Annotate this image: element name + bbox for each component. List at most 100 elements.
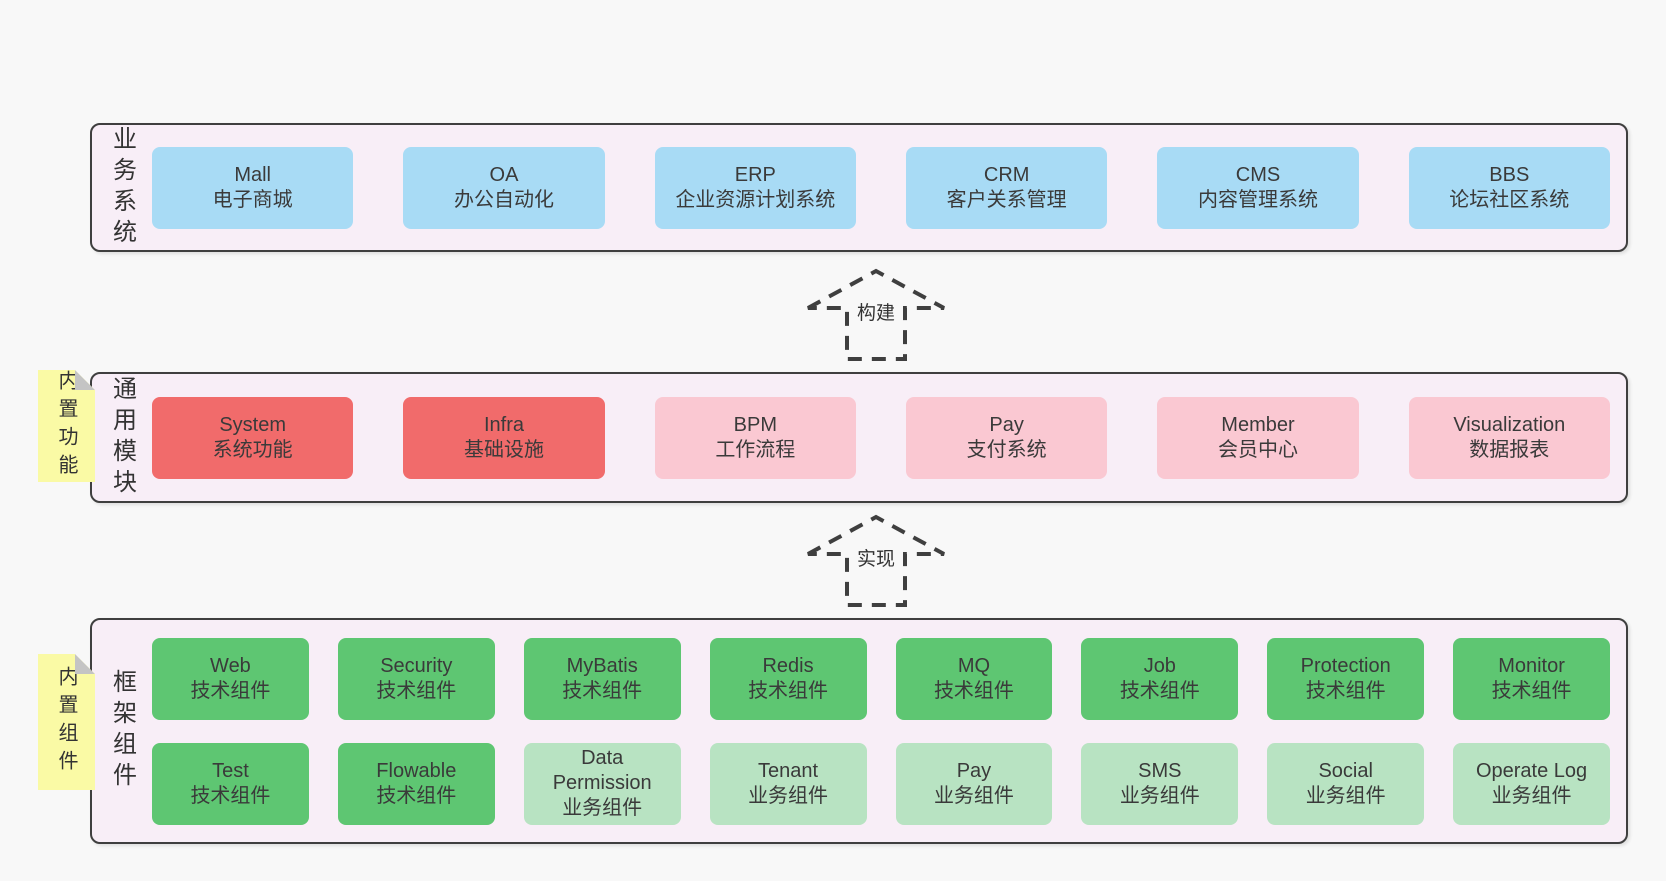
box-title: BPM: [733, 413, 777, 436]
box-subtitle: 论坛社区系统: [1449, 188, 1570, 211]
box-infra: Infra 基础设施: [403, 396, 605, 479]
box-title: Social: [1318, 759, 1373, 782]
box-subtitle: 企业资源计划系统: [675, 188, 836, 211]
box-redis: Redis 技术组件: [709, 637, 867, 720]
box-title: BBS: [1489, 163, 1530, 186]
box-title: Member: [1221, 413, 1295, 436]
box-tenant: Tenant 业务组件: [709, 742, 867, 825]
box-oa: OA 办公自动化: [403, 146, 605, 229]
box-job: Job 技术组件: [1081, 637, 1239, 720]
box-subtitle: 技术组件: [562, 679, 643, 702]
up-arrow-icon: [807, 268, 945, 361]
box-flowable: Flowable 技术组件: [337, 742, 495, 825]
component-row-1: Web 技术组件 Security 技术组件 MyBatis 技术组件 Redi…: [152, 637, 1610, 720]
box-subtitle: 会员中心: [1217, 438, 1298, 461]
box-social: Social 业务组件: [1267, 742, 1425, 825]
layer-business-systems: 业务系统 Mall 电子商城 OA 办公自动化 ERP 企业资源计划系统 CRM…: [90, 123, 1628, 252]
box-cms: CMS 内容管理系统: [1157, 146, 1359, 229]
box-title: SMS: [1138, 759, 1182, 782]
box-test: Test 技术组件: [152, 742, 309, 825]
box-protection: Protection 技术组件: [1267, 637, 1425, 720]
box-title: OA: [489, 163, 519, 186]
box-subtitle: 支付系统: [966, 438, 1047, 461]
box-sms: SMS 业务组件: [1081, 742, 1239, 825]
box-subtitle: 技术组件: [190, 784, 271, 807]
box-subtitle: 数据报表: [1469, 438, 1550, 461]
box-subtitle: 技术组件: [933, 679, 1014, 702]
up-arrow-icon: [807, 514, 945, 607]
box-subtitle: 技术组件: [1119, 679, 1200, 702]
build-arrow: 构建: [806, 268, 946, 362]
box-erp: ERP 企业资源计划系统: [654, 146, 856, 229]
box-crm: CRM 客户关系管理: [905, 146, 1108, 229]
box-title: Flowable: [376, 759, 457, 782]
box-subtitle: 业务组件: [1119, 784, 1200, 807]
sticky-label: 内置功能: [55, 370, 77, 482]
box-title: Data Permission: [552, 747, 652, 794]
box-subtitle: 技术组件: [1305, 679, 1386, 702]
box-web: Web 技术组件: [152, 637, 309, 720]
box-subtitle: 技术组件: [190, 679, 271, 702]
sticky-note-built-in-features: 内置功能: [38, 370, 95, 482]
box-title: Redis: [762, 654, 814, 677]
sticky-note-built-in-components: 内置组件: [38, 654, 95, 790]
box-pay-business: Pay 业务组件: [895, 742, 1053, 825]
box-subtitle: 基础设施: [463, 438, 544, 461]
box-title: Protection: [1300, 654, 1391, 677]
build-arrow-label: 构建: [853, 298, 899, 325]
box-title: Job: [1143, 654, 1176, 677]
box-visualization: Visualization 数据报表: [1408, 396, 1610, 479]
box-title: Tenant: [758, 759, 819, 782]
box-title: Operate Log: [1475, 759, 1588, 782]
box-mybatis: MyBatis 技术组件: [523, 637, 681, 720]
component-boxes-grid: Web 技术组件 Security 技术组件 MyBatis 技术组件 Redi…: [152, 620, 1626, 842]
box-subtitle: 客户关系管理: [946, 188, 1067, 211]
box-title: Visualization: [1453, 413, 1566, 436]
module-boxes-row: System 系统功能 Infra 基础设施 BPM 工作流程 Pay 支付系统…: [152, 374, 1626, 501]
box-title: CMS: [1235, 163, 1281, 186]
business-boxes-row: Mall 电子商城 OA 办公自动化 ERP 企业资源计划系统 CRM 客户关系…: [152, 125, 1626, 250]
component-row-2: Test 技术组件 Flowable 技术组件 Data Permission …: [152, 742, 1610, 825]
box-subtitle: 技术组件: [748, 679, 829, 702]
box-subtitle: 内容管理系统: [1197, 188, 1318, 211]
box-operate-log: Operate Log 业务组件: [1453, 742, 1610, 825]
layer-common-modules: 通用模块 System 系统功能 Infra 基础设施 BPM 工作流程 Pay…: [90, 372, 1628, 503]
box-title: Infra: [483, 413, 524, 436]
layer-label-common-modules: 通用模块: [108, 375, 136, 500]
box-bpm: BPM 工作流程: [654, 396, 856, 479]
box-subtitle: 业务组件: [562, 797, 643, 819]
box-title: Mall: [234, 163, 271, 186]
box-data-permission: Data Permission 业务组件: [523, 742, 681, 825]
sticky-label: 内置组件: [55, 666, 77, 778]
box-security: Security 技术组件: [337, 637, 495, 720]
box-subtitle: 技术组件: [1491, 679, 1572, 702]
box-pay: Pay 支付系统: [905, 396, 1108, 479]
box-subtitle: 业务组件: [933, 784, 1014, 807]
box-monitor: Monitor 技术组件: [1453, 637, 1610, 720]
box-title: CRM: [983, 163, 1030, 186]
layer-label-framework-components: 框架组件: [108, 669, 136, 793]
box-title: Monitor: [1498, 654, 1565, 677]
implement-arrow: 实现: [806, 514, 946, 608]
box-title: Web: [210, 654, 251, 677]
layer-framework-components: 框架组件 Web 技术组件 Security 技术组件 MyBatis 技术组件…: [90, 618, 1628, 844]
box-title: Pay: [989, 413, 1024, 436]
box-mall: Mall 电子商城: [152, 146, 354, 229]
box-title: Pay: [956, 759, 992, 782]
implement-arrow-label: 实现: [853, 544, 899, 571]
box-subtitle: 工作流程: [715, 438, 796, 461]
box-title: Security: [380, 654, 453, 677]
box-subtitle: 技术组件: [376, 679, 457, 702]
box-title: System: [219, 413, 286, 436]
box-system: System 系统功能: [152, 396, 354, 479]
box-title: ERP: [734, 163, 776, 186]
box-bbs: BBS 论坛社区系统: [1408, 146, 1610, 229]
box-subtitle: 技术组件: [376, 784, 457, 807]
box-title: Test: [212, 759, 249, 782]
box-subtitle: 电子商城: [212, 188, 293, 211]
box-member: Member 会员中心: [1157, 396, 1359, 479]
box-subtitle: 系统功能: [212, 438, 293, 461]
box-subtitle: 办公自动化: [453, 188, 554, 211]
box-subtitle: 业务组件: [748, 784, 829, 807]
